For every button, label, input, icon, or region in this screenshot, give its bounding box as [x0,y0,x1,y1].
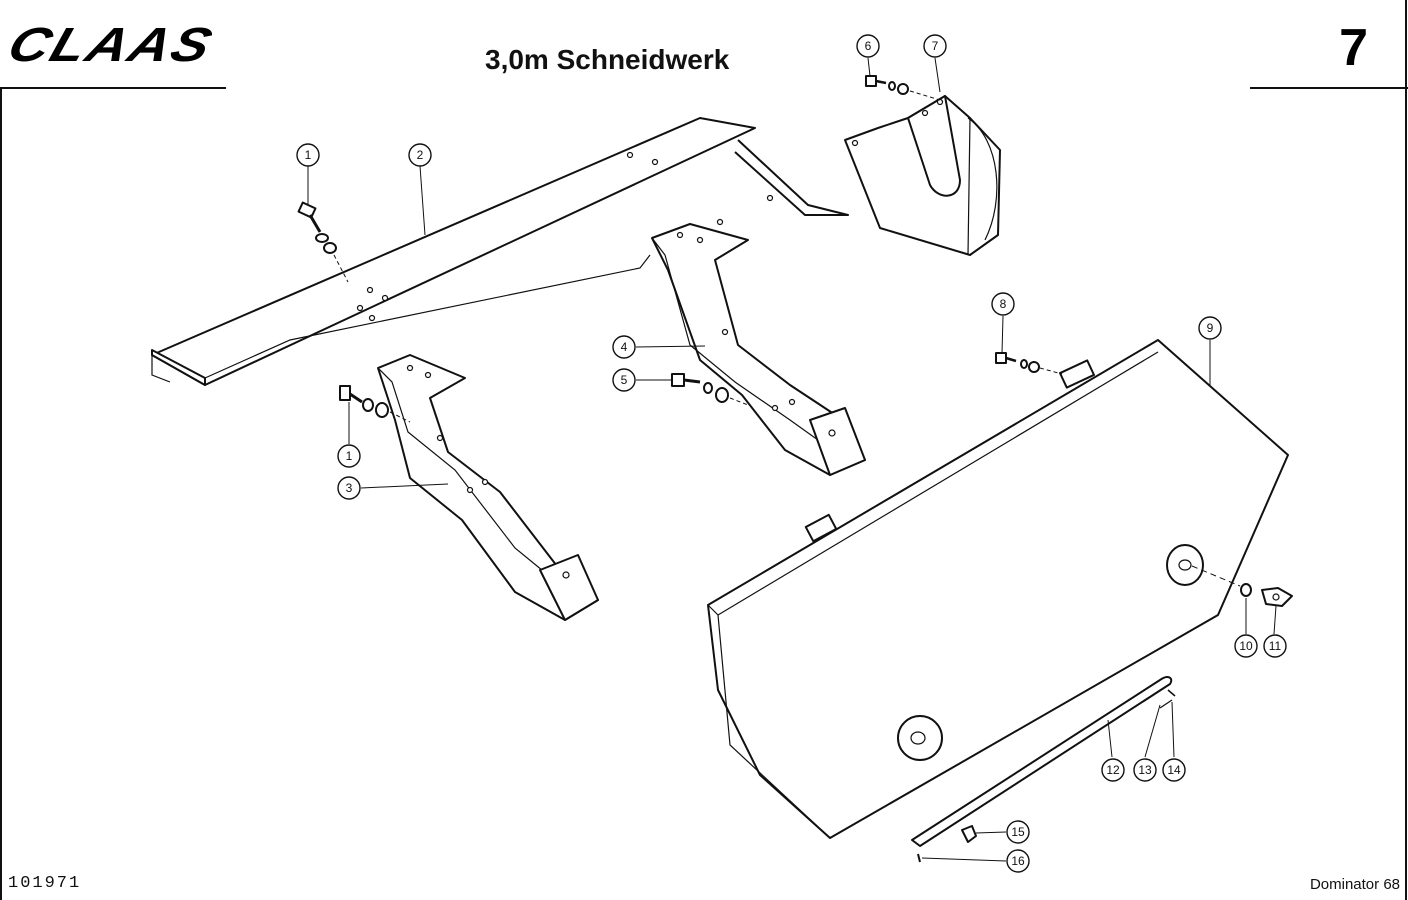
callout-5: 5 [612,368,636,392]
callout-label: 3 [346,481,353,495]
callout-14: 14 [1162,758,1186,782]
part-4-bracket [651,223,866,476]
callout-7: 7 [923,34,947,58]
part-9-panel [707,339,1289,839]
callout-label: 15 [1011,825,1025,839]
callout-label: 14 [1167,763,1181,777]
bolt-6 [865,75,941,101]
callout-10: 10 [1234,634,1258,658]
callout-label: 11 [1269,639,1282,653]
page-number: 7 [1339,19,1368,77]
callout-label: 6 [865,39,872,53]
callout-1-bottom: 1 [337,444,361,468]
part-7-plate [844,95,1001,256]
callout-1-top: 1 [296,143,320,167]
callout-16: 16 [1006,849,1030,873]
leader-lines [307,57,1277,862]
document-id: 101971 [8,874,82,893]
callout-label: 12 [1106,763,1120,777]
callout-label: 10 [1239,639,1253,653]
bolt-left [339,385,411,423]
callout-15: 15 [1006,820,1030,844]
callout-label: 9 [1207,321,1214,335]
parts-12-14-rod [911,676,1176,847]
callout-label: 16 [1011,854,1025,868]
bolt-5 [671,373,749,406]
callout-12: 12 [1101,758,1125,782]
parts-10-11 [1191,565,1293,607]
callout-13: 13 [1133,758,1157,782]
callout-label: 7 [932,39,939,53]
callout-11: 11 [1263,634,1287,658]
page-title: 3,0m Schneidwerk [485,44,730,75]
callout-4: 4 [612,335,636,359]
callout-label: 13 [1138,763,1152,777]
model-name: Dominator 68 [1309,876,1400,893]
callout-label: 1 [346,449,353,463]
callout-label: 4 [621,340,628,354]
callout-3: 3 [337,476,361,500]
callout-label: 1 [305,148,312,162]
callout-6: 6 [856,34,880,58]
callout-9: 9 [1198,316,1222,340]
bolt-8 [995,352,1063,375]
bolt-top [297,201,349,283]
callout-2: 2 [408,143,432,167]
parts-15-16 [917,825,977,863]
part-2-beam [151,117,849,386]
callout-label: 8 [1000,297,1007,311]
callout-label: 2 [417,148,424,162]
callout-label: 5 [621,373,628,387]
callout-8: 8 [991,292,1015,316]
part-3-bracket [377,354,599,621]
